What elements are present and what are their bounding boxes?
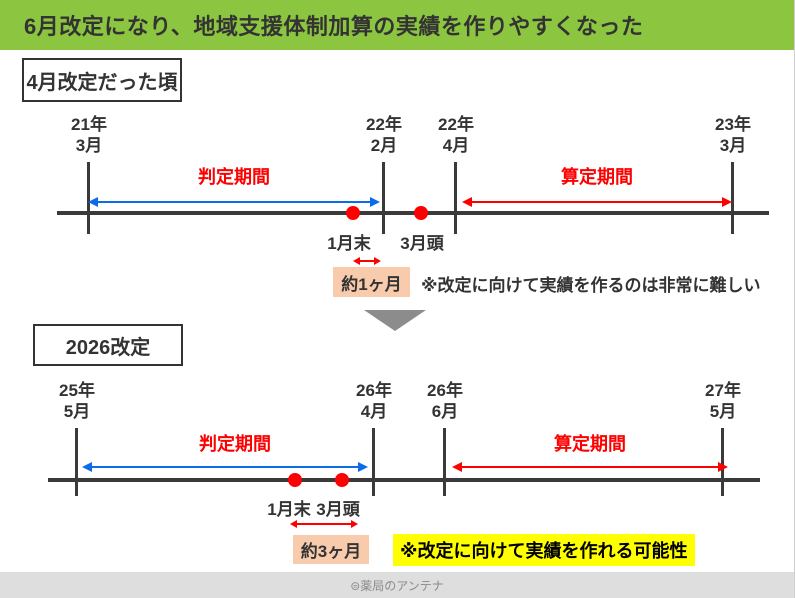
date-label: 21年 3月 — [71, 115, 107, 156]
mar-start-label: 3月頭 — [400, 234, 444, 253]
date-label: 27年 5月 — [705, 381, 741, 422]
duration-arrow — [290, 519, 358, 529]
jan-end-label: 1月末 — [327, 234, 371, 253]
section-label-2026-revision: 2026改定 — [33, 324, 183, 366]
slide-title: 6月改定になり、地域支援体制加算の実績を作りやすくなった — [24, 14, 644, 39]
footer-bar: ⊜薬局のアンテナ — [0, 572, 794, 598]
timeline-axis — [57, 211, 769, 215]
event-dot-mar-start — [414, 206, 428, 220]
calculation-period-arrow — [462, 196, 732, 208]
event-dot-mar-start — [335, 473, 349, 487]
judgment-period-arrow — [88, 196, 380, 208]
judgment-period-arrow — [82, 461, 368, 473]
timeline-tick — [382, 162, 385, 234]
section-label-old-revision: 4月改定だった頃 — [22, 58, 182, 102]
header-bar: 6月改定になり、地域支援体制加算の実績を作りやすくなった — [0, 0, 794, 50]
date-label: 22年 2月 — [366, 115, 402, 156]
date-label: 22年 4月 — [438, 115, 474, 156]
note-text-new: ※改定に向けて実績を作れる可能性 — [393, 534, 695, 566]
duration-badge: 約3ヶ月 — [293, 535, 369, 564]
timeline-tick — [443, 428, 446, 496]
timeline-tick — [731, 162, 734, 234]
event-dot-jan-end — [288, 473, 302, 487]
event-dot-jan-end — [346, 206, 360, 220]
date-label: 26年 4月 — [356, 381, 392, 422]
timeline-tick — [454, 162, 457, 234]
down-arrow-icon — [364, 310, 426, 331]
timeline-axis — [48, 478, 760, 482]
calculation-period-label: 算定期間 — [561, 167, 633, 187]
timeline-tick — [372, 428, 375, 496]
note-text-old: ※改定に向けて実績を作るのは非常に難しい — [421, 276, 761, 295]
duration-badge: 約1ヶ月 — [333, 267, 410, 297]
judgment-period-label: 判定期間 — [199, 434, 271, 454]
calculation-period-arrow — [452, 461, 728, 473]
date-label: 26年 6月 — [427, 381, 463, 422]
calculation-period-label: 算定期間 — [554, 434, 626, 454]
date-label: 23年 3月 — [715, 115, 751, 156]
judgment-period-label: 判定期間 — [198, 167, 270, 187]
footer-credit: ⊜薬局のアンテナ — [350, 578, 444, 593]
jan-end-label: 1月末 — [267, 500, 311, 519]
timeline-tick — [75, 428, 78, 496]
duration-arrow — [353, 256, 381, 266]
date-label: 25年 5月 — [59, 381, 95, 422]
mar-start-label: 3月頭 — [316, 500, 360, 519]
